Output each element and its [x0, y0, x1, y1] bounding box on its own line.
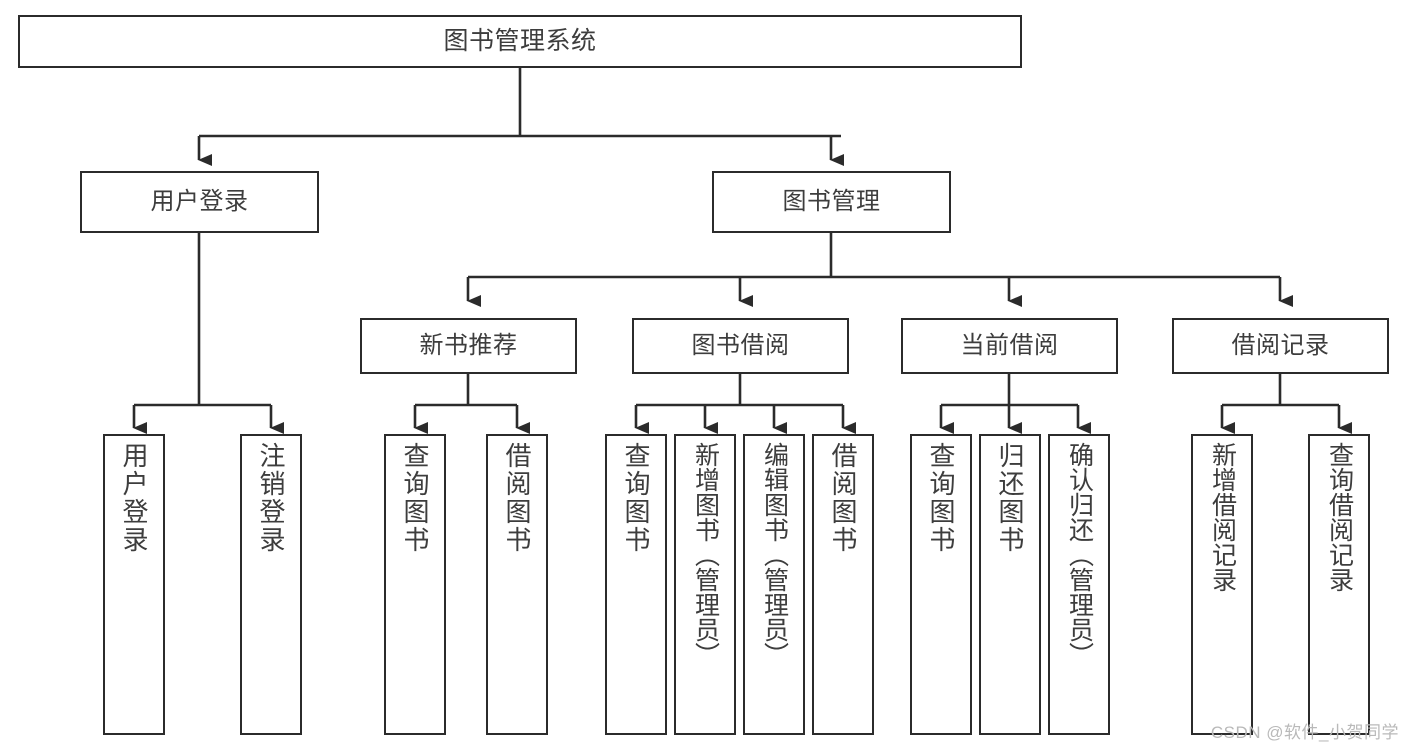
node-label: 新增图书（管理员）: [691, 442, 720, 667]
node-user-login[interactable]: 用户登录: [80, 171, 319, 233]
node-current-borrow[interactable]: 当前借阅: [901, 318, 1118, 374]
node-root-system[interactable]: 图书管理系统: [18, 15, 1022, 68]
leaf-confirm-return[interactable]: 确认归还（管理员）: [1048, 434, 1110, 735]
node-borrow-record[interactable]: 借阅记录: [1172, 318, 1389, 374]
node-label: 编辑图书（管理员）: [760, 442, 789, 667]
node-label: 当前借阅: [960, 331, 1059, 359]
node-new-book-recommend[interactable]: 新书推荐: [360, 318, 577, 374]
node-label: 查询借阅记录: [1325, 442, 1354, 592]
node-label: 用户登录: [150, 187, 249, 215]
leaf-add-record[interactable]: 新增借阅记录: [1191, 434, 1253, 735]
node-label: 归还图书: [995, 442, 1026, 554]
node-label: 注销登录: [256, 442, 287, 554]
leaf-borrow-book-2[interactable]: 借阅图书: [812, 434, 874, 735]
node-label: 借阅图书: [828, 442, 859, 554]
leaf-edit-book[interactable]: 编辑图书（管理员）: [743, 434, 805, 735]
node-label: 图书借阅: [691, 331, 790, 359]
node-label: 借阅记录: [1231, 331, 1330, 359]
leaf-user-login[interactable]: 用户登录: [103, 434, 165, 735]
node-label: 图书管理: [782, 187, 881, 215]
leaf-logout-login[interactable]: 注销登录: [240, 434, 302, 735]
node-label: 图书管理系统: [443, 26, 597, 55]
leaf-add-book[interactable]: 新增图书（管理员）: [674, 434, 736, 735]
leaf-query-book-3[interactable]: 查询图书: [910, 434, 972, 735]
node-label: 新书推荐: [419, 331, 518, 359]
leaf-return-book[interactable]: 归还图书: [979, 434, 1041, 735]
leaf-query-record[interactable]: 查询借阅记录: [1308, 434, 1370, 735]
watermark-text: CSDN @软件_小贺同学: [1210, 723, 1399, 742]
leaf-query-book-1[interactable]: 查询图书: [384, 434, 446, 735]
node-label: 用户登录: [119, 442, 150, 554]
node-book-borrow[interactable]: 图书借阅: [632, 318, 849, 374]
node-book-manage[interactable]: 图书管理: [712, 171, 951, 233]
node-label: 查询图书: [621, 442, 652, 554]
node-label: 借阅图书: [502, 442, 533, 554]
leaf-query-book-2[interactable]: 查询图书: [605, 434, 667, 735]
node-label: 确认归还（管理员）: [1065, 442, 1094, 667]
node-label: 新增借阅记录: [1208, 442, 1237, 592]
node-label: 查询图书: [400, 442, 431, 554]
leaf-borrow-book-1[interactable]: 借阅图书: [486, 434, 548, 735]
node-label: 查询图书: [926, 442, 957, 554]
